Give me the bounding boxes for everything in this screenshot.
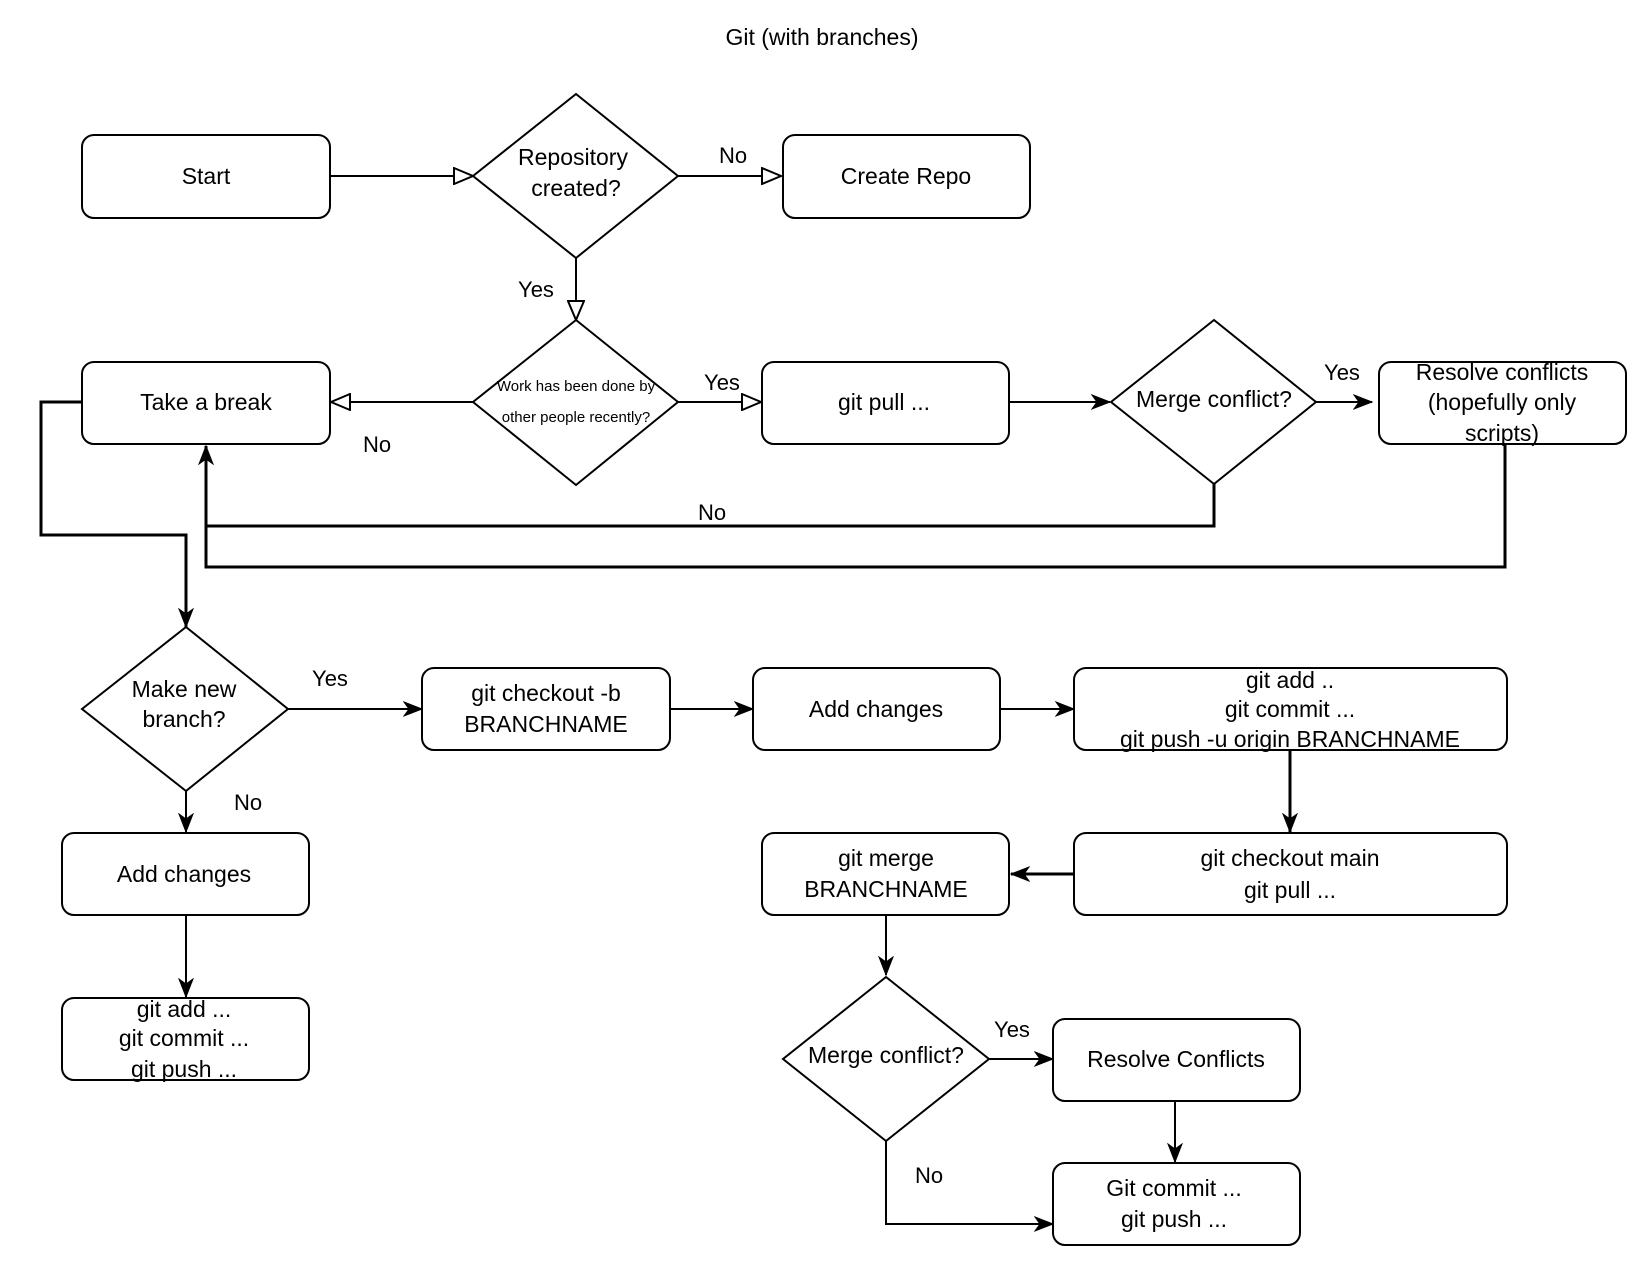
svg-text:created?: created? <box>531 175 621 201</box>
node-git-push-main: git add ... git commit ... git push ... <box>61 996 310 1082</box>
node-git-checkout-branch: git checkout -b BRANCHNAME <box>421 667 671 751</box>
svg-text:Merge conflict?: Merge conflict? <box>808 1042 964 1068</box>
svg-text:git pull ...: git pull ... <box>1244 877 1336 903</box>
edge-label-work-yes: Yes <box>704 370 740 395</box>
svg-text:Add changes: Add changes <box>117 861 251 887</box>
svg-text:Resolve Conflicts: Resolve Conflicts <box>1087 1046 1265 1072</box>
node-add-changes-branch: Add changes <box>752 667 1001 751</box>
svg-text:other people recently?: other people recently? <box>502 409 650 426</box>
svg-text:git pull ...: git pull ... <box>838 389 930 415</box>
decision-merge-conflict-pull: Merge conflict? <box>1109 318 1318 486</box>
svg-text:git checkout main: git checkout main <box>1201 845 1380 871</box>
node-take-a-break: Take a break <box>81 361 331 445</box>
edge-label-merge1-yes: Yes <box>1324 360 1360 385</box>
decision-work-done-recently: Work has been done by other people recen… <box>471 318 680 487</box>
node-git-pull: git pull ... <box>761 361 1010 445</box>
edge-label-work-no: No <box>363 432 391 457</box>
svg-text:scripts): scripts) <box>1465 420 1539 446</box>
edge-resolve1-to-break <box>204 443 1507 569</box>
svg-text:BRANCHNAME: BRANCHNAME <box>804 876 968 902</box>
edge-merge2-no <box>885 1141 1053 1224</box>
decision-repository-created: Repository created? <box>471 92 680 260</box>
edge-label-branch-yes: Yes <box>312 666 348 691</box>
node-resolve-conflicts: Resolve Conflicts <box>1052 1018 1301 1102</box>
svg-text:git add ..: git add .. <box>1246 667 1334 693</box>
node-git-commit-push: Git commit ... git push ... <box>1052 1162 1301 1246</box>
edge-label-merge2-no: No <box>915 1163 943 1188</box>
edge-break-to-branch <box>39 400 186 627</box>
edge-label-repo-no: No <box>719 143 747 168</box>
svg-text:Add changes: Add changes <box>809 696 943 722</box>
svg-text:Work has been done by: Work has been done by <box>497 378 656 395</box>
svg-text:git commit ...: git commit ... <box>119 1025 249 1051</box>
svg-text:BRANCHNAME: BRANCHNAME <box>464 711 628 737</box>
svg-text:Make new: Make new <box>132 676 237 702</box>
svg-text:git merge: git merge <box>838 845 934 871</box>
svg-text:Merge conflict?: Merge conflict? <box>1136 386 1292 412</box>
svg-text:(hopefully only: (hopefully only <box>1428 389 1577 415</box>
node-add-changes-main: Add changes <box>61 832 310 916</box>
svg-text:Create Repo: Create Repo <box>841 163 971 189</box>
svg-text:git add ...: git add ... <box>137 996 232 1022</box>
svg-text:git push ...: git push ... <box>131 1056 237 1082</box>
svg-text:git checkout -b: git checkout -b <box>471 680 621 706</box>
svg-text:branch?: branch? <box>142 706 225 732</box>
edge-label-merge1-no: No <box>698 500 726 525</box>
diagram-title: Git (with branches) <box>725 24 918 50</box>
node-resolve-conflicts-scripts: Resolve conflicts (hopefully only script… <box>1378 359 1627 446</box>
decision-make-new-branch: Make new branch? <box>80 625 290 793</box>
svg-text:git push -u origin BRANCHNAME: git push -u origin BRANCHNAME <box>1120 726 1460 752</box>
node-create-repo: Create Repo <box>782 134 1031 219</box>
svg-text:Git commit ...: Git commit ... <box>1106 1175 1241 1201</box>
svg-text:Start: Start <box>182 163 231 189</box>
svg-text:git push ...: git push ... <box>1121 1206 1227 1232</box>
edge-label-merge2-yes: Yes <box>994 1017 1030 1042</box>
svg-text:Repository: Repository <box>518 144 628 170</box>
svg-text:Take a break: Take a break <box>140 389 272 415</box>
edge-label-repo-yes: Yes <box>518 277 554 302</box>
node-git-merge: git merge BRANCHNAME <box>761 832 1010 916</box>
svg-text:git commit ...: git commit ... <box>1225 696 1355 722</box>
svg-text:Resolve conflicts: Resolve conflicts <box>1416 359 1589 385</box>
edge-merge1-no <box>206 446 1216 528</box>
node-git-checkout-main: git checkout main git pull ... <box>1073 832 1508 916</box>
decision-merge-conflict-merge: Merge conflict? <box>781 975 991 1143</box>
node-start: Start <box>81 134 331 219</box>
node-git-push-branch: git add .. git commit ... git push -u or… <box>1073 667 1508 752</box>
edge-label-branch-no: No <box>234 790 262 815</box>
